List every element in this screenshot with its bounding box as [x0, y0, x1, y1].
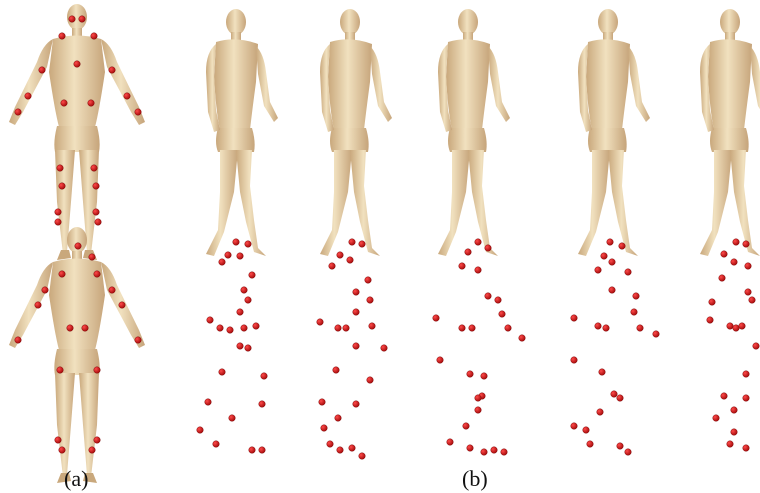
- walker-frame-5: [700, 9, 760, 256]
- panel-a-label: (a): [64, 466, 88, 492]
- marker-cloud-5: [707, 239, 760, 452]
- walker-frame-4: [578, 9, 650, 256]
- marker-cloud-1: [197, 239, 268, 454]
- panel-b-walk-sequence: [206, 9, 760, 256]
- walker-frame-3: [438, 9, 510, 256]
- tpose-back-figure: [9, 227, 145, 483]
- marker-cloud-3: [433, 239, 526, 456]
- marker-cloud-2: [317, 239, 388, 460]
- panel-b-label: (b): [462, 466, 488, 492]
- panel-b-marker-clouds: [197, 239, 760, 460]
- walker-frame-2: [320, 9, 392, 256]
- walker-frame-1: [206, 9, 278, 256]
- panel-a: [9, 4, 145, 483]
- marker-cloud-4: [571, 239, 660, 456]
- tpose-front-figure: [9, 4, 145, 260]
